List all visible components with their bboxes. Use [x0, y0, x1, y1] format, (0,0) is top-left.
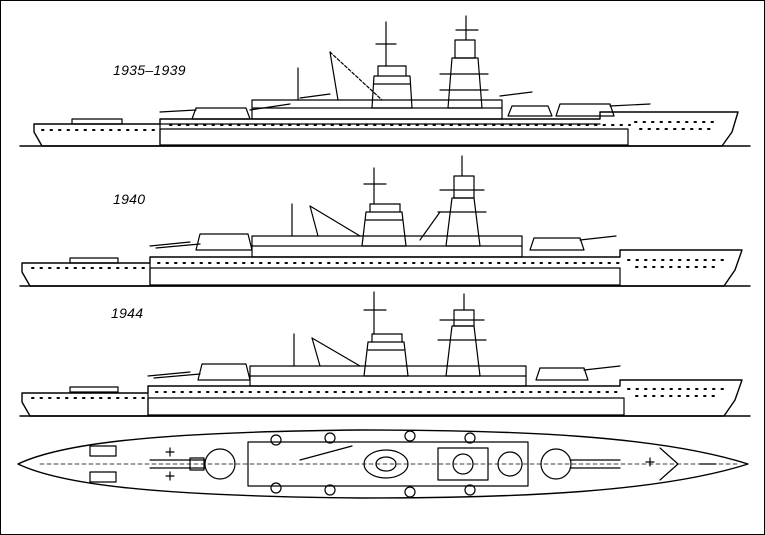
profile-label-1944: 1944 [111, 305, 144, 321]
ship-profile-1935 [19, 15, 751, 147]
portholes-1940 [31, 259, 727, 269]
portholes-1935 [41, 121, 721, 131]
ship-profile-1944 [19, 291, 751, 417]
ship-profile-1940 [19, 155, 751, 287]
ship-plan-view [17, 429, 749, 499]
profile-label-1940: 1940 [113, 191, 146, 207]
portholes-1944 [31, 388, 727, 399]
profile-label-1935-1939: 1935–1939 [113, 62, 186, 78]
